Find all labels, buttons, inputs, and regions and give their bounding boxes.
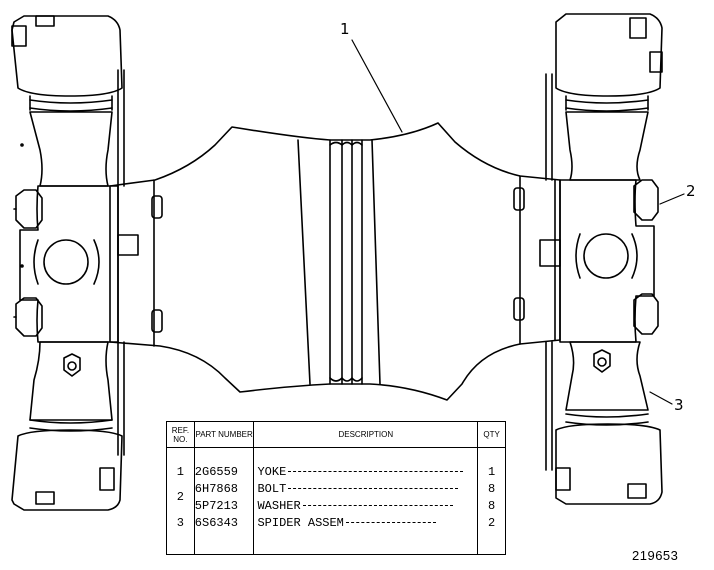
part-number-column: 2G6559 6H7868 5P7213 6S6343 (193, 447, 255, 555)
part-number-row-4: 6S6343 (194, 516, 239, 530)
description-row-3: WASHER (254, 498, 477, 515)
leader-dash (345, 522, 436, 524)
qty-column: 1 8 8 2 (477, 447, 506, 555)
header-part-number: PART NUMBER (193, 421, 255, 448)
description-row-2: BOLT (254, 481, 477, 498)
ref-row-2: 2 (176, 490, 184, 504)
description-column: YOKE BOLT WASHER SPIDER ASSEM (253, 447, 479, 555)
header-description: DESCRIPTION (253, 421, 479, 448)
description-text-3: WASHER (257, 499, 301, 513)
description-row-1: YOKE (254, 464, 477, 481)
part-number-row-3: 5P7213 (194, 499, 239, 513)
description-row-4: SPIDER ASSEM (254, 515, 477, 532)
part-number-row-1: 2G6559 (194, 465, 239, 479)
leader-dash (288, 488, 459, 490)
center-yoke (109, 122, 561, 401)
left-spider-assembly (11, 15, 125, 511)
leader-dash (288, 471, 464, 473)
part-number-row-2: 6H7868 (194, 482, 239, 496)
ref-column: 1 2 3 (166, 447, 195, 555)
leader-dash (302, 505, 453, 507)
callout-1: 1 (340, 20, 350, 38)
qty-row-3: 8 (487, 499, 496, 513)
callout-3: 3 (674, 396, 684, 414)
header-ref-no: REF. NO. (166, 421, 195, 448)
qty-row-4: 2 (487, 516, 496, 530)
ref-row-1: 1 (176, 465, 184, 479)
description-text-1: YOKE (257, 465, 287, 479)
leader-lines (351, 39, 685, 405)
ref-row-4: 3 (176, 516, 184, 530)
header-qty: QTY (477, 421, 506, 448)
right-spider-assembly (545, 13, 663, 505)
description-text-2: BOLT (257, 482, 287, 496)
parts-list-table: REF. NO. PART NUMBER DESCRIPTION QTY 1 2… (166, 421, 506, 555)
description-text-4: SPIDER ASSEM (257, 516, 344, 530)
callout-2: 2 (686, 182, 696, 200)
qty-row-2: 8 (487, 482, 496, 496)
qty-row-1: 1 (487, 465, 496, 479)
drawing-number: 219653 (632, 548, 679, 563)
